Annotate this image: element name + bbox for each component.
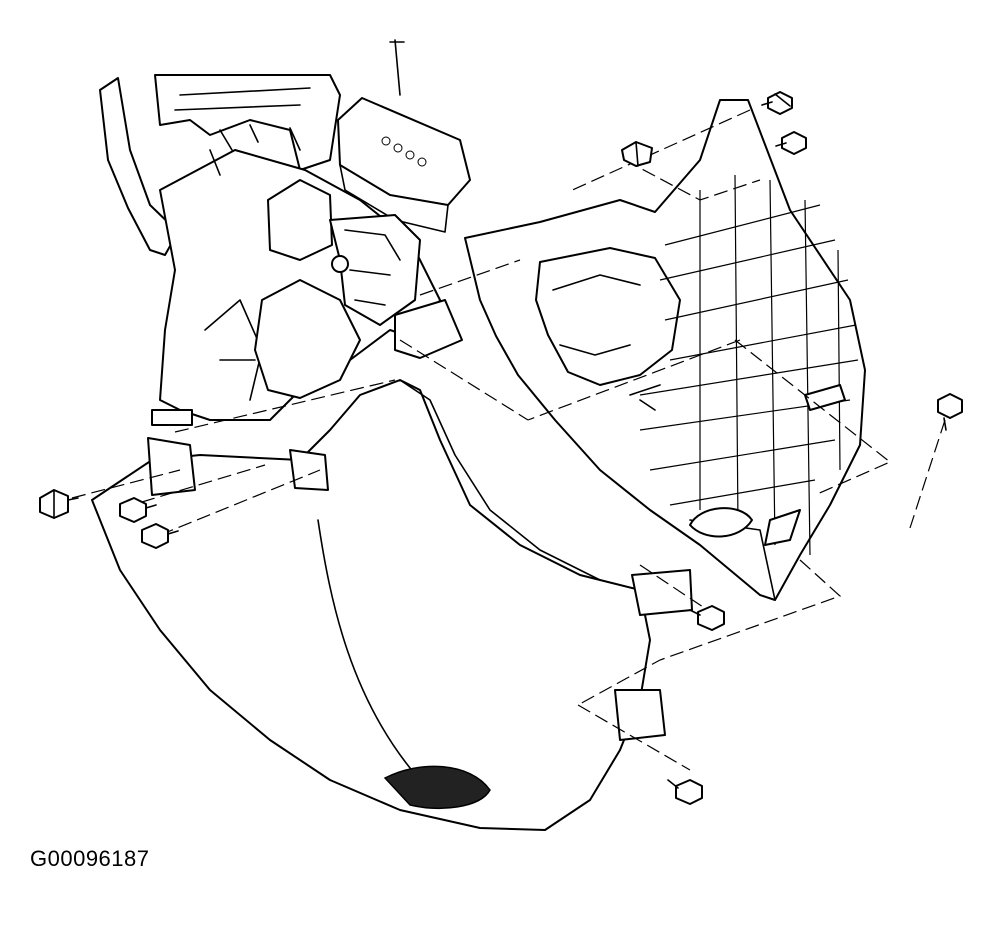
bolt-icon xyxy=(667,779,703,805)
figure-id-label: G00096187 xyxy=(30,846,150,871)
bolt-icon xyxy=(689,605,725,631)
bolt-icon xyxy=(119,497,157,523)
bolt-icon xyxy=(937,393,963,431)
bolt-icon xyxy=(621,141,653,167)
upper-knee-bolster-panel xyxy=(464,99,866,601)
steering-column-structure xyxy=(99,39,471,426)
bolt-icon xyxy=(39,489,79,519)
bolt-icon xyxy=(761,91,793,115)
alignment-lines xyxy=(71,109,946,771)
lower-knee-bolster-cover xyxy=(91,379,693,831)
bolt-icon xyxy=(141,523,179,549)
bolt-icon xyxy=(775,131,807,155)
